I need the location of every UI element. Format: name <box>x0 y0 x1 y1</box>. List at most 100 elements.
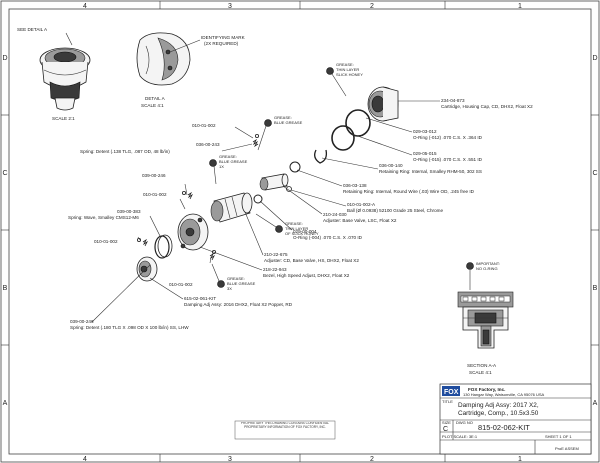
callout-010-01-002-a: 010-01-002-A Ball (Ø 0.0938) 52100 Grade… <box>347 202 443 213</box>
zone-left-b: B <box>3 285 8 292</box>
section-a-a-scale: SCALE 4:1 <box>469 370 492 375</box>
svg-text:Cartridge, Housing Cap, CD, DH: Cartridge, Housing Cap, CD, DHX2, Float … <box>441 104 533 109</box>
svg-text:Damping Adj Assy: 2016 DHX2, F: Damping Adj Assy: 2016 DHX2, Float X2 Po… <box>184 302 293 307</box>
zone-right-a: A <box>593 400 598 407</box>
svg-text:BLUE GREASE: BLUE GREASE <box>219 159 248 164</box>
poppet-part <box>136 256 158 282</box>
callout-010-01-002-mid: 010-01-002 <box>143 192 167 197</box>
zone-right-c: C <box>592 170 597 177</box>
svg-text:036-00-140: 036-00-140 <box>379 163 403 168</box>
callout-039-00-246-bottom: 039-00-246 Spring: Detent (.180 TLG X .0… <box>70 319 189 330</box>
svg-text:Ball (Ø 0.0938) 52100 Grade 25: Ball (Ø 0.0938) 52100 Grade 25 Steel, Ch… <box>347 208 443 213</box>
svg-text:THIN LAYER: THIN LAYER <box>285 226 308 231</box>
company-address: 130 Hangar Way, Watsonville, CA 95076 US… <box>463 392 545 397</box>
leader-lines <box>91 100 440 323</box>
svg-text:Bezel, High Speed Adjust, DHX2: Bezel, High Speed Adjust, DHX2, Float X2 <box>263 273 350 278</box>
svg-text:Spring: Detent (.180 TLG X .09: Spring: Detent (.180 TLG X .098 OD X 100… <box>70 325 189 330</box>
retaining-ring-round-part <box>289 161 301 173</box>
svg-text:Adjuster: Base Valve, LSC, Flo: Adjuster: Base Valve, LSC, Float X2 <box>323 218 397 223</box>
zone-left-d: D <box>2 55 7 62</box>
bezel-part <box>177 213 209 251</box>
callout-036-00-140: 036-00-140 Retaining Ring: Internal, Sma… <box>379 163 482 174</box>
svg-text:GREASE:: GREASE: <box>219 154 237 159</box>
adjuster-hs-part <box>210 192 253 223</box>
callout-039-00-383: 039-00-383 Spring: Wave, Smalley CMS12-M… <box>68 209 141 220</box>
zone-bottom-2: 2 <box>370 456 374 463</box>
plot-scale: PLOT SCALE: 3E:1 <box>442 434 478 439</box>
svg-text:Adjuster: CD, Base Valve, HS,: Adjuster: CD, Base Valve, HS, DHX2, Floa… <box>264 258 359 263</box>
zone-top-1: 1 <box>518 3 522 10</box>
svg-text:210-24-030: 210-24-030 <box>323 212 347 217</box>
svg-text:GREASE:: GREASE: <box>336 62 354 67</box>
svg-text:Spring: Detent (.138 TLG, .087: Spring: Detent (.138 TLG, .087 OD, 48 lb… <box>80 149 170 154</box>
callout-036-03-138: 036-03-138 Retaining Ring: Internal, Rou… <box>343 183 475 194</box>
svg-text:010-01-002: 010-01-002 <box>143 192 167 197</box>
retaining-ring-rhm-part <box>314 149 328 164</box>
grease-note-1: GREASE: THIN LAYER SLICK HONEY <box>326 62 363 97</box>
svg-text:036-03-138: 036-03-138 <box>343 183 367 188</box>
svg-text:218-22-943: 218-22-943 <box>263 267 287 272</box>
svg-text:029-05-015: 029-05-015 <box>413 151 437 156</box>
callout-210-24-030: 210-24-030 Adjuster: Base Valve, LSC, Fl… <box>323 212 397 223</box>
zone-labels-right: D C B A <box>592 55 597 407</box>
size-label: SIZE <box>442 420 451 425</box>
svg-text:IMPORTANT:: IMPORTANT: <box>476 261 500 266</box>
drawing-number: 815-02-062-KIT <box>478 423 530 432</box>
svg-text:029-00-004: 029-00-004 <box>293 229 317 234</box>
svg-text:Retaining Ring: Internal, Smal: Retaining Ring: Internal, Smalley RHM-50… <box>379 169 482 174</box>
o-ring-015-part <box>331 125 355 151</box>
drawing-title-line-1: Damping Adj Assy: 2017 X2, <box>458 402 539 409</box>
svg-text:1X: 1X <box>219 164 224 169</box>
svg-text:039-00-383: 039-00-383 <box>117 209 141 214</box>
svg-text:GREASE:: GREASE: <box>227 276 245 281</box>
svg-text:039-00-246: 039-00-246 <box>70 319 94 324</box>
svg-text:615-02-061-KIT: 615-02-061-KIT <box>184 296 216 301</box>
svg-text:010-01-002: 010-01-002 <box>94 239 118 244</box>
svg-text:029-03-012: 029-03-012 <box>413 129 437 134</box>
detail-a-scale: SCALE 4:1 <box>141 103 164 108</box>
proprietary-text: PROPRIETARY THIS DRAWING CONTAINS CONFID… <box>240 422 330 429</box>
svg-text:THIN LAYER: THIN LAYER <box>336 67 359 72</box>
drawing-title-line-2: Cartridge, Comp., 10.5x3.50 <box>458 410 539 417</box>
callout-010-01-002-left: 010-01-002 <box>94 239 118 244</box>
callout-210-22-675: 210-22-675 Adjuster: CD, Base Valve, HS,… <box>264 252 359 263</box>
zone-left-a: A <box>3 400 8 407</box>
grease-note-4: GREASE: THIN LAYER OF SLICK HONEY <box>255 213 319 236</box>
iso-scale-label: SCALE 2:1 <box>52 116 75 121</box>
zone-top-2: 2 <box>370 3 374 10</box>
svg-text:010-01-002: 010-01-002 <box>192 123 216 128</box>
company-name: FOX Factory, Inc. <box>468 387 505 392</box>
detail-a-view: IDENTIFYING MARK (2X REQUIRED) DETAIL A … <box>136 32 246 108</box>
callout-039-00-246-top: 039-00-246 <box>142 173 166 178</box>
zone-bottom-3: 3 <box>228 456 232 463</box>
callout-036-00-243: 036-00-243 Spring: Detent (.138 TLG, .08… <box>80 142 220 154</box>
zone-bottom-1: 1 <box>518 456 522 463</box>
zone-labels-bottom: 4 3 2 1 <box>83 456 522 463</box>
svg-text:234-04-873: 234-04-873 <box>441 98 465 103</box>
callout-029-03-012: 029-03-012 O-Ring (-012) .070 C.S. X .36… <box>413 129 483 140</box>
important-note: IMPORTANT: NO O-RING <box>466 261 500 290</box>
drawing-size: C <box>443 426 448 433</box>
grease-note-3: GREASE: BLUE GREASE 1X <box>209 154 248 185</box>
dwg-no-label: DWG NO <box>456 420 473 425</box>
adjuster-lsc-part <box>259 173 289 191</box>
svg-text:036-00-243: 036-00-243 <box>196 142 220 147</box>
iso-view-assembly: SEE DETAIL A SCALE 2:1 <box>17 27 91 121</box>
svg-text:039-00-246: 039-00-246 <box>142 173 166 178</box>
svg-text:O-Ring (-012) .070 C.S. X .364: O-Ring (-012) .070 C.S. X .364 ID <box>413 135 483 140</box>
detail-a-title: DETAIL A <box>145 96 166 101</box>
svg-text:OF SLICK HONEY: OF SLICK HONEY <box>285 231 319 236</box>
grease-note-5: GREASE: BLUE GREASE 3X <box>211 263 256 291</box>
zone-top-4: 4 <box>83 3 87 10</box>
svg-text:210-22-675: 210-22-675 <box>264 252 288 257</box>
zone-right-b: B <box>593 285 598 292</box>
proprietary-notice: PROPRIETARY THIS DRAWING CONTAINS CONFID… <box>234 420 336 440</box>
zone-labels-top: 4 3 2 1 <box>83 3 522 10</box>
wave-spring-part <box>154 234 173 259</box>
title-block: FOX FOX Factory, Inc. 130 Hangar Way, Wa… <box>439 383 592 455</box>
housing-cap-part <box>367 86 399 122</box>
title-label: TITLE <box>442 399 453 404</box>
callout-218-22-943: 218-22-943 Bezel, High Speed Adjust, DHX… <box>263 267 350 278</box>
section-a-a-view: SECTION A-A SCALE 4:1 <box>457 291 514 375</box>
